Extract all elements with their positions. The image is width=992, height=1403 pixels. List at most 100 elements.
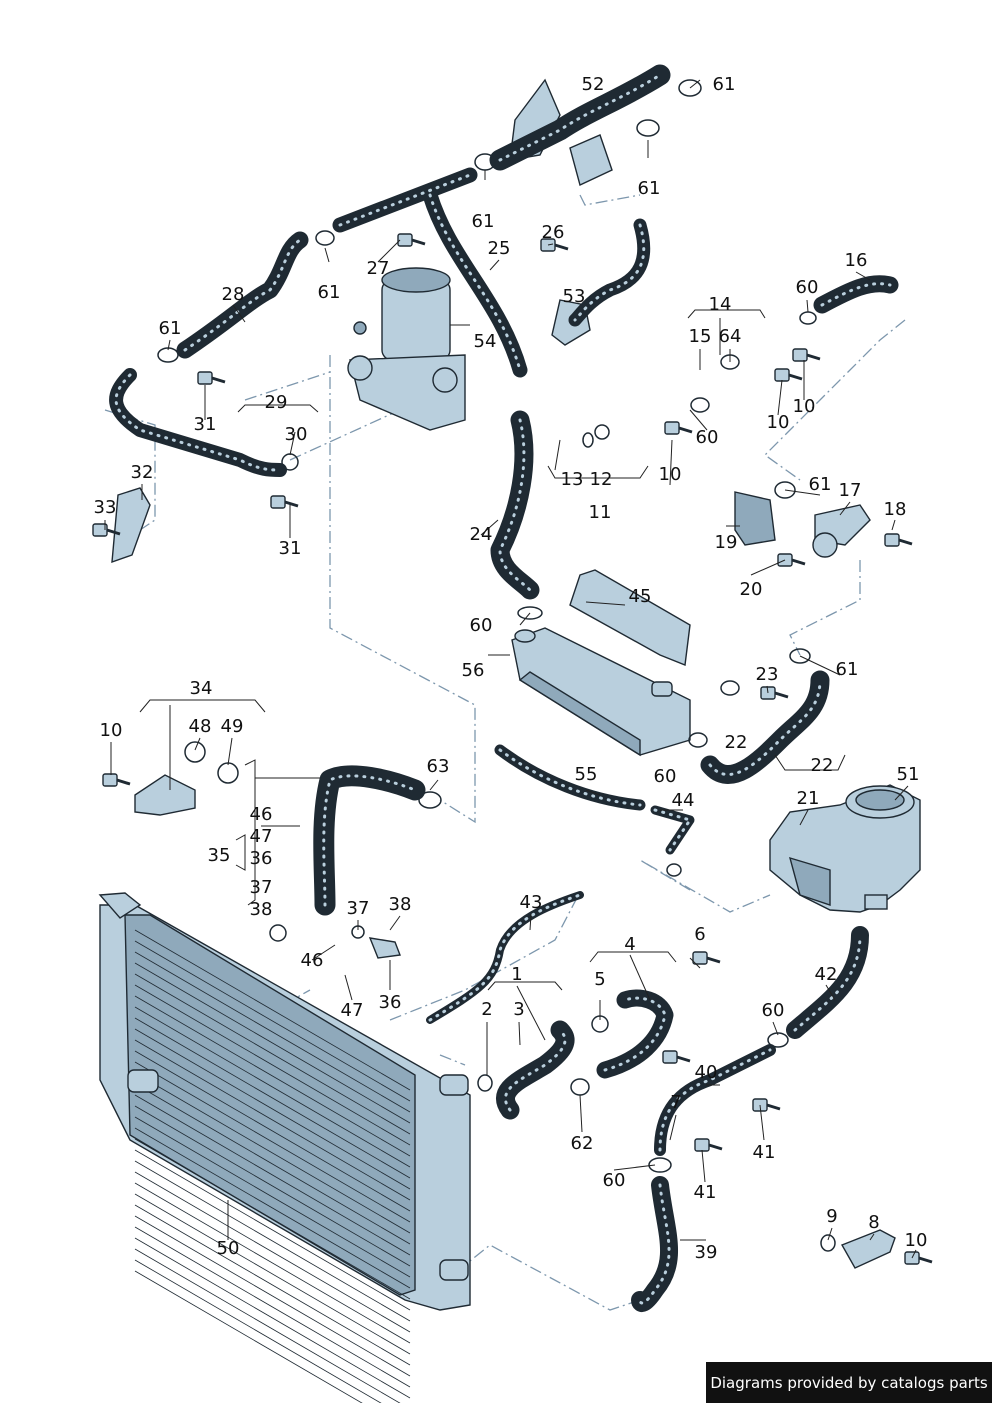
callout-56: 56 xyxy=(462,660,485,681)
bolt xyxy=(92,523,121,537)
leader-line xyxy=(429,779,439,791)
radiator-fin xyxy=(134,940,411,1102)
leader-line xyxy=(516,985,546,1041)
leader-line xyxy=(167,339,171,351)
callout-46: 46 xyxy=(250,804,273,825)
radiator-fin xyxy=(134,1116,411,1278)
clamp-ring xyxy=(517,606,543,620)
clamp-ring xyxy=(281,453,299,471)
leader-lines xyxy=(104,79,917,1259)
callout-14: 14 xyxy=(709,294,732,315)
radiator-fin xyxy=(134,1270,363,1403)
hose-1 xyxy=(496,1020,575,1120)
callout-27: 27 xyxy=(367,258,390,279)
callout-61: 61 xyxy=(836,659,859,680)
hoses xyxy=(109,64,899,1312)
leader-line xyxy=(518,1021,521,1046)
radiator-fin xyxy=(134,1248,401,1403)
callout-34: 34 xyxy=(190,678,213,699)
leader-line xyxy=(669,1114,677,1141)
callout-13: 13 xyxy=(561,469,584,490)
leader-line xyxy=(289,431,296,456)
callout-11: 11 xyxy=(589,502,612,523)
clamp-ring xyxy=(570,1078,590,1096)
callout-60: 60 xyxy=(470,615,493,636)
callout-12: 12 xyxy=(590,469,613,490)
callout-60: 60 xyxy=(654,766,677,787)
callout-10: 10 xyxy=(793,396,816,417)
clamp-ring xyxy=(720,680,740,696)
pipe-25 xyxy=(332,167,528,378)
callout-5: 5 xyxy=(594,969,605,990)
callout-28: 28 xyxy=(222,284,245,305)
callout-19: 19 xyxy=(715,532,738,553)
hose-52 xyxy=(489,64,671,171)
radiator-fin xyxy=(134,1127,411,1289)
leader-line xyxy=(766,685,769,694)
callout-36: 36 xyxy=(250,848,273,869)
oil-filter-housing xyxy=(347,267,466,431)
callout-46: 46 xyxy=(301,950,324,971)
radiator-fin xyxy=(134,1094,411,1256)
leader-line xyxy=(759,1104,765,1141)
radiator-fin xyxy=(134,1039,411,1201)
leader-line xyxy=(232,304,246,323)
coolant-valve xyxy=(734,491,871,558)
callout-41: 41 xyxy=(694,1182,717,1203)
leader-line xyxy=(750,559,786,576)
bolt xyxy=(694,1138,723,1152)
pipe-43 xyxy=(426,891,584,1024)
leader-line xyxy=(689,957,701,969)
hose-39 xyxy=(631,1176,678,1312)
leader-line xyxy=(669,439,673,486)
radiator-fin xyxy=(134,1226,411,1388)
radiator-fin xyxy=(134,962,411,1124)
hose-35 xyxy=(313,765,426,916)
bolt xyxy=(777,553,806,567)
leader-line xyxy=(869,1233,875,1241)
callout-32: 32 xyxy=(131,462,154,483)
callout-10: 10 xyxy=(905,1230,928,1251)
leader-line xyxy=(547,243,554,246)
leader-line xyxy=(324,247,330,263)
callout-42: 42 xyxy=(815,964,838,985)
clamp-ring xyxy=(594,424,610,440)
leader-line xyxy=(389,915,401,931)
callout-36: 36 xyxy=(379,992,402,1013)
callout-9: 9 xyxy=(826,1206,837,1227)
callout-23: 23 xyxy=(756,664,779,685)
callout-63: 63 xyxy=(427,756,450,777)
callout-22: 22 xyxy=(811,755,834,776)
hose-28 xyxy=(176,231,309,359)
callout-61: 61 xyxy=(159,318,182,339)
leader-line xyxy=(799,809,809,826)
radiator-fin xyxy=(134,1017,411,1179)
clamp-ring xyxy=(217,762,239,784)
radiator-fin xyxy=(134,1171,411,1333)
callout-62: 62 xyxy=(571,1133,594,1154)
callout-60: 60 xyxy=(696,427,719,448)
callout-49: 49 xyxy=(221,716,244,737)
expansion-tank xyxy=(769,784,921,913)
clamp-ring xyxy=(636,119,660,137)
leader-line xyxy=(480,519,499,536)
leader-line xyxy=(629,954,651,1001)
callout-40: 40 xyxy=(695,1062,718,1083)
bolt xyxy=(664,421,693,435)
callout-15: 15 xyxy=(689,326,712,347)
callout-54: 54 xyxy=(474,331,497,352)
callout-35: 35 xyxy=(208,845,231,866)
hose-22 xyxy=(700,670,830,784)
callout-50: 50 xyxy=(217,1238,240,1259)
callout-10: 10 xyxy=(100,720,123,741)
leader-line xyxy=(894,785,909,801)
radiator-fin xyxy=(134,1160,411,1322)
bolt xyxy=(774,368,803,382)
callout-4: 4 xyxy=(624,934,635,955)
radiator xyxy=(98,892,471,1403)
callout-60: 60 xyxy=(796,277,819,298)
bolt xyxy=(692,951,721,965)
callout-1: 1 xyxy=(511,964,522,985)
leader-line xyxy=(194,737,201,751)
callout-24: 24 xyxy=(470,524,493,545)
